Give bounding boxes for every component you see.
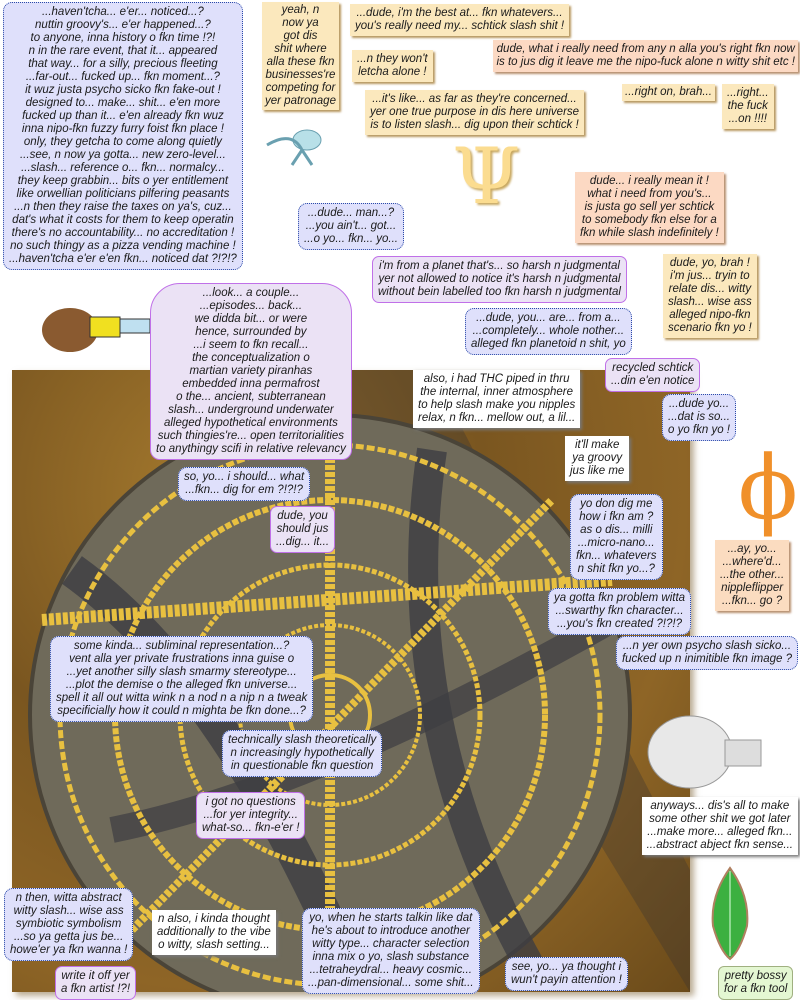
speech-bubble: yo don dig me how i fkn am ? as o dis...… [570, 494, 663, 580]
cartoon-character-icon [42, 308, 150, 352]
speech-bubble: dude, what i really need from any n alla… [493, 40, 798, 72]
speech-bubble: ...right on, brah... [622, 84, 715, 101]
speech-bubble: so, yo... i should... what ...fkn... dig… [178, 467, 311, 501]
phi-symbol-icon: ϕ [738, 436, 798, 539]
speech-bubble: write it off yer a fkn artist !?! [55, 966, 137, 1000]
speech-bubble: ...it's like... as far as they're concer… [365, 90, 585, 135]
psi-symbol-icon: Ψ [452, 132, 521, 222]
speech-bubble: ...dude, you... are... from a... ...comp… [465, 308, 632, 355]
speech-bubble: ...dude yo... ...dat is so... o yo fkn y… [662, 394, 737, 441]
speech-bubble: n also, i kinda thought additionally to … [152, 910, 276, 955]
green-leaf-icon [711, 866, 749, 961]
speech-bubble: ...look... a couple... ...episodes... ba… [150, 283, 352, 460]
speech-bubble: yeah, n now ya got dis shit where alla t… [262, 2, 339, 110]
lion-head-sculpture-icon [647, 715, 762, 789]
speech-bubble: recycled schtick ...din e'en notice [605, 358, 701, 392]
speech-bubble: i'm from a planet that's... so harsh n j… [372, 256, 627, 303]
speech-bubble: ...ay, yo... ...where'd... ...the other.… [715, 540, 790, 611]
speech-bubble: also, i had THC piped in thru the intern… [413, 370, 581, 428]
speech-bubble: some kinda... subliminal representation.… [50, 636, 314, 722]
speech-bubble: anyways... dis's all to make some other … [641, 797, 798, 855]
speech-bubble: ...dude... man...? ...you ain't... got..… [298, 203, 404, 250]
speech-bubble: i got no questions ...for yer integrity.… [196, 792, 306, 839]
blue-creature-icon [266, 129, 322, 166]
speech-bubble: ya gotta fkn problem witta ...swarthy fk… [548, 588, 692, 635]
speech-bubble: see, yo... ya thought i wun't payin atte… [505, 957, 628, 991]
speech-bubble: technically slash theoretically n increa… [222, 730, 383, 777]
speech-bubble: ...n they won't letcha alone ! [352, 50, 433, 82]
speech-bubble: ...dude, i'm the best at... fkn whatever… [350, 4, 570, 36]
speech-bubble: n then, witta abstract witty slash... wi… [4, 888, 134, 961]
speech-bubble: dude... i really mean it ! what i need f… [575, 172, 724, 243]
speech-bubble: ...n yer own psycho slash sicko... fucke… [615, 636, 798, 670]
speech-bubble: pretty bossy for a fkn tool [718, 966, 794, 1000]
speech-bubble: ...haven'tcha... e'er... noticed...? nut… [3, 2, 243, 270]
speech-bubble: it'll make ya groovy jus like me [565, 436, 630, 481]
speech-bubble: dude, yo, brah ! i'm jus... tryin to rel… [663, 254, 757, 338]
speech-bubble: dude, you should jus ...dig... it... [270, 506, 336, 553]
speech-bubble: ...right... the fuck ...on !!!! [722, 84, 774, 129]
speech-bubble: yo, when he starts talkin like dat he's … [302, 908, 480, 994]
